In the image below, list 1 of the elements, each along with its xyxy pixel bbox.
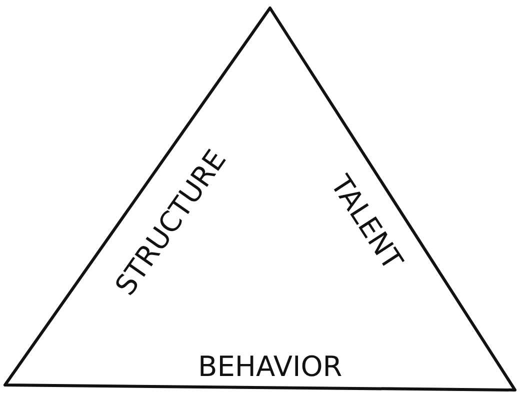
side-label: BEHAVIOR bbox=[198, 350, 342, 382]
